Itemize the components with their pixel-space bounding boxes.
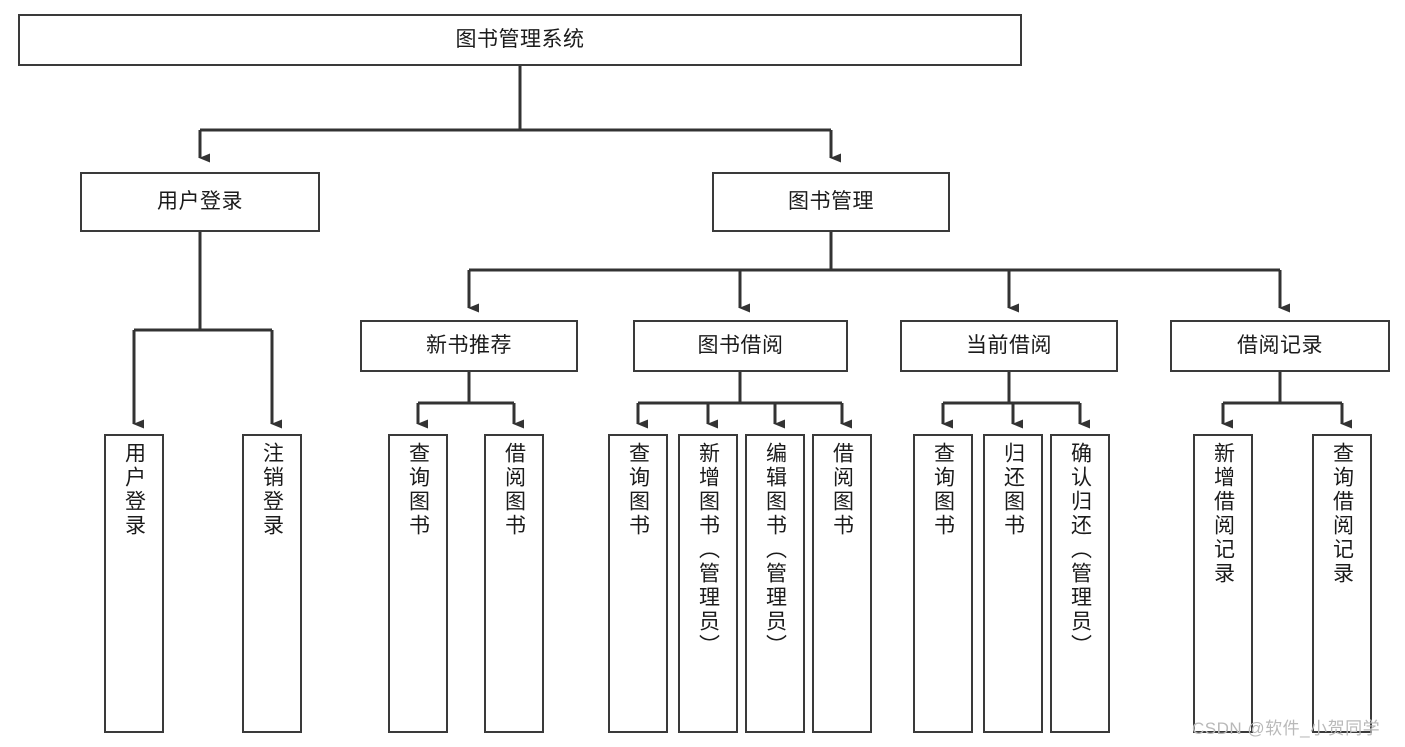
node-book-borrow[interactable]: 图书借阅 — [633, 320, 848, 372]
node-leaf-logout-login-label: 注销登录 — [260, 442, 284, 538]
node-leaf-query-book-3-label: 查询图书 — [931, 442, 955, 538]
node-leaf-add-book-label: 新增图书（管理员） — [696, 442, 720, 658]
node-leaf-confirm-return[interactable]: 确认归还（管理员） — [1050, 434, 1110, 733]
node-leaf-query-book-2-label: 查询图书 — [626, 442, 650, 538]
node-leaf-borrow-book-2[interactable]: 借阅图书 — [812, 434, 872, 733]
node-book-manage-label: 图书管理 — [788, 189, 874, 213]
node-leaf-query-book-1-label: 查询图书 — [406, 442, 430, 538]
node-leaf-user-login[interactable]: 用户登录 — [104, 434, 164, 733]
node-leaf-return-book[interactable]: 归还图书 — [983, 434, 1043, 733]
node-leaf-query-book-3[interactable]: 查询图书 — [913, 434, 973, 733]
node-leaf-borrow-book-2-label: 借阅图书 — [830, 442, 854, 538]
node-current-borrow-label: 当前借阅 — [966, 333, 1052, 357]
csdn-watermark: CSDN @软件_小贺同学 — [1192, 719, 1381, 738]
node-leaf-logout-login[interactable]: 注销登录 — [242, 434, 302, 733]
node-leaf-borrow-book-1-label: 借阅图书 — [502, 442, 526, 538]
node-user-login[interactable]: 用户登录 — [80, 172, 320, 232]
node-leaf-confirm-return-label: 确认归还（管理员） — [1068, 442, 1092, 658]
node-leaf-query-record[interactable]: 查询借阅记录 — [1312, 434, 1372, 733]
node-root-label: 图书管理系统 — [455, 27, 585, 51]
node-leaf-add-record-label: 新增借阅记录 — [1211, 442, 1235, 586]
node-new-book-recommend[interactable]: 新书推荐 — [360, 320, 578, 372]
node-leaf-return-book-label: 归还图书 — [1001, 442, 1025, 538]
node-current-borrow[interactable]: 当前借阅 — [900, 320, 1118, 372]
node-leaf-add-book[interactable]: 新增图书（管理员） — [678, 434, 738, 733]
node-leaf-query-book-1[interactable]: 查询图书 — [388, 434, 448, 733]
node-user-login-label: 用户登录 — [157, 189, 243, 213]
node-book-manage[interactable]: 图书管理 — [712, 172, 950, 232]
node-leaf-borrow-book-1[interactable]: 借阅图书 — [484, 434, 544, 733]
node-book-borrow-label: 图书借阅 — [697, 333, 784, 357]
node-leaf-edit-book[interactable]: 编辑图书（管理员） — [745, 434, 805, 733]
node-borrow-record-label: 借阅记录 — [1237, 333, 1323, 357]
node-new-book-recommend-label: 新书推荐 — [426, 333, 512, 357]
node-borrow-record[interactable]: 借阅记录 — [1170, 320, 1390, 372]
node-leaf-user-login-label: 用户登录 — [122, 442, 146, 538]
node-leaf-edit-book-label: 编辑图书（管理员） — [763, 442, 787, 658]
node-leaf-query-record-label: 查询借阅记录 — [1330, 442, 1354, 586]
node-leaf-add-record[interactable]: 新增借阅记录 — [1193, 434, 1253, 733]
node-root[interactable]: 图书管理系统 — [18, 14, 1022, 66]
node-leaf-query-book-2[interactable]: 查询图书 — [608, 434, 668, 733]
